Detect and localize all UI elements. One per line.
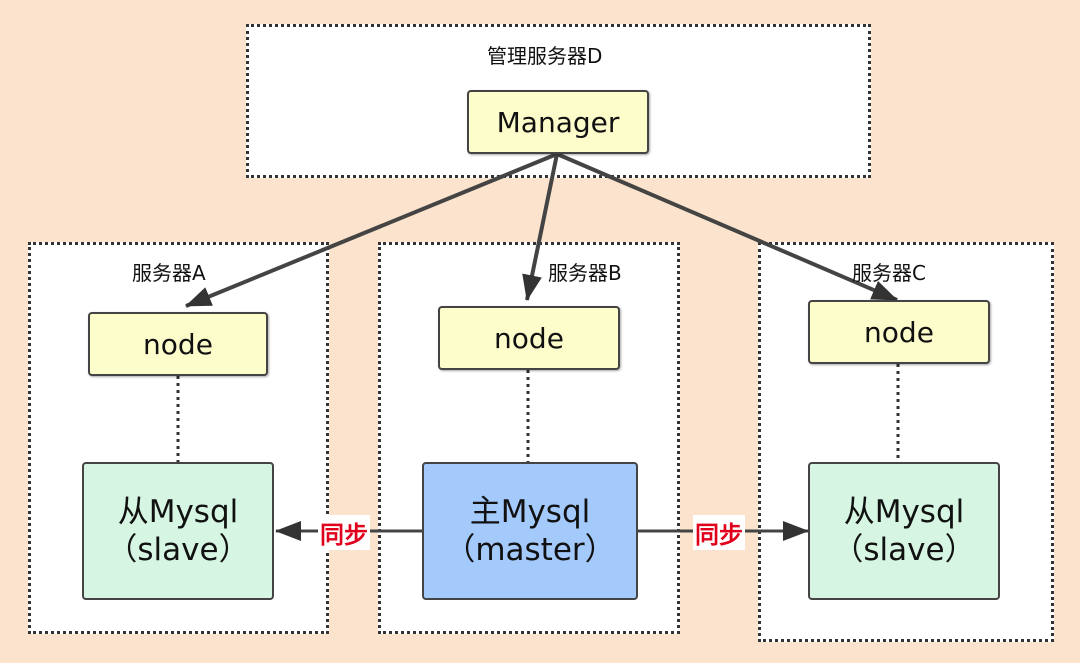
server-b-label: 服务器B (548, 261, 622, 285)
manager-box: Manager (467, 90, 649, 154)
slave-mysql-a-title: 从Mysql (117, 494, 239, 530)
slave-mysql-c-title: 从Mysql (843, 494, 965, 530)
node-b-label: node (494, 321, 564, 355)
node-a-box: node (88, 312, 268, 376)
slave-mysql-c-box: 从Mysql （slave） (808, 462, 1000, 600)
manager-to-node-c-arrow (556, 152, 898, 302)
master-mysql-role: （master） (444, 532, 616, 568)
master-mysql-title: 主Mysql (469, 494, 591, 530)
manager-label: Manager (496, 105, 620, 139)
slave-mysql-c-role: （slave） (832, 532, 976, 568)
manager-to-node-a-arrow (185, 152, 558, 308)
slave-mysql-a-box: 从Mysql （slave） (82, 462, 274, 600)
slave-mysql-a-role: （slave） (106, 532, 250, 568)
node-c-box: node (808, 300, 990, 364)
node-b-box: node (438, 306, 620, 370)
sync-right-label: 同步 (693, 515, 745, 550)
node-c-label: node (864, 315, 934, 349)
management-server-label: 管理服务器D (487, 44, 603, 68)
server-c-label: 服务器C (852, 261, 926, 285)
server-a-label: 服务器A (132, 261, 206, 285)
manager-to-node-b-arrow (522, 153, 559, 301)
sync-left-label: 同步 (318, 515, 370, 550)
master-mysql-box: 主Mysql （master） (422, 462, 638, 600)
node-a-label: node (143, 327, 213, 361)
